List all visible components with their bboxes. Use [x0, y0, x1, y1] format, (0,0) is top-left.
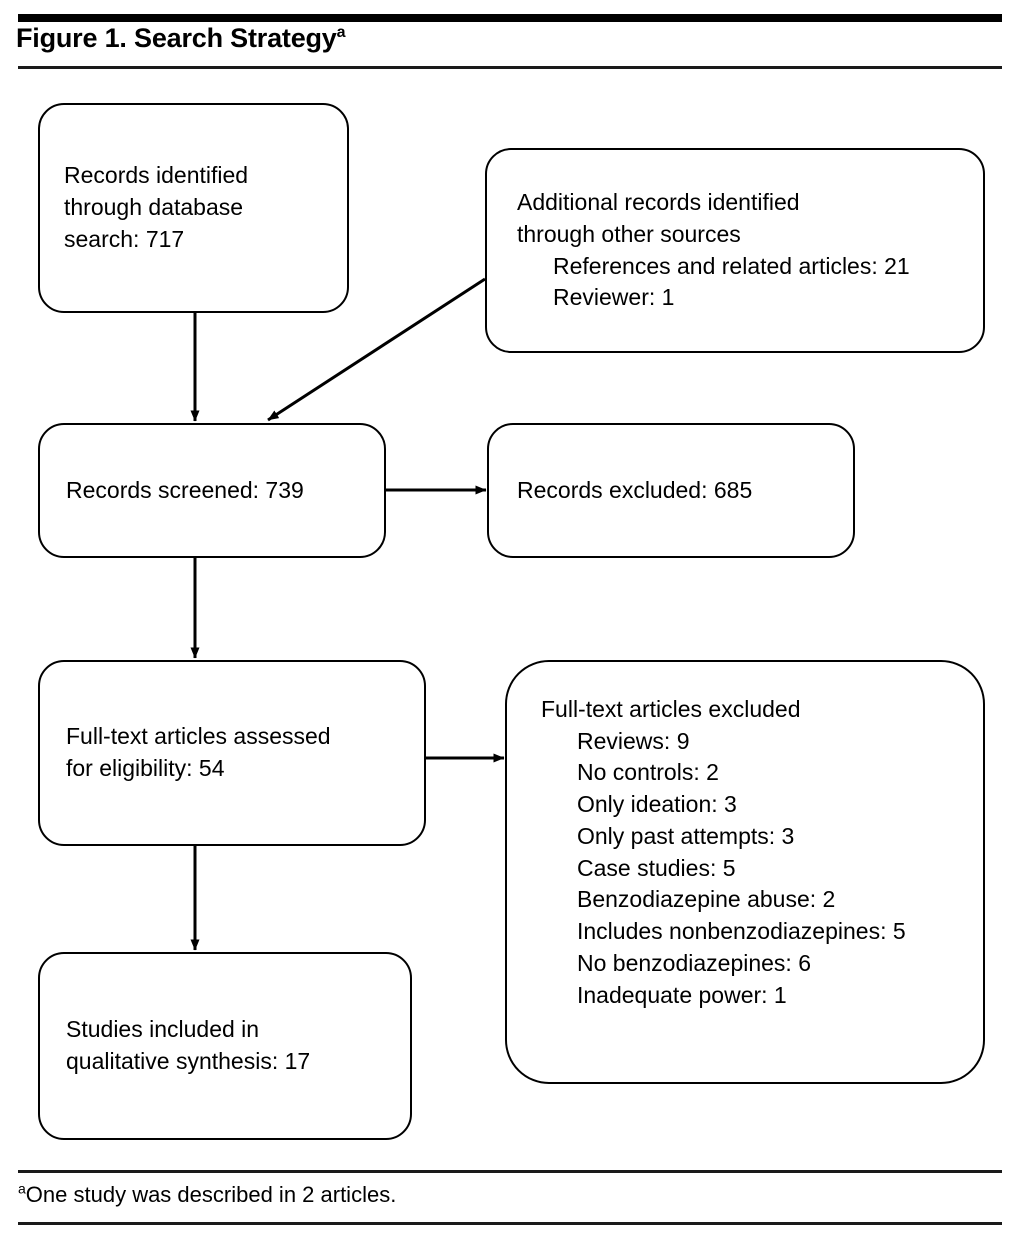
header-bottom-rule: [18, 66, 1002, 69]
node-line: Includes nonbenzodiazepines: 5: [577, 918, 906, 945]
node-records-screened: Records screened: 739: [38, 423, 386, 558]
node-line: Records identified: [64, 162, 249, 189]
node-line: Studies included in: [66, 1016, 260, 1043]
node-line: No benzodiazepines: 6: [577, 949, 811, 976]
footnote-bottom-rule: [18, 1222, 1002, 1225]
node-line: Reviews: 9: [577, 727, 690, 754]
node-additional-records: Additional records identified through ot…: [485, 148, 985, 353]
node-line: through database: [64, 194, 244, 221]
node-line: Records excluded: 685: [517, 476, 753, 503]
footnote-superscript: a: [18, 1180, 26, 1197]
node-records-excluded: Records excluded: 685: [487, 423, 855, 558]
node-line: search: 717: [64, 225, 185, 252]
node-line: Benzodiazepine abuse: 2: [577, 886, 836, 913]
node-line: Full-text articles excluded: [541, 696, 801, 722]
footnote-text: One study was described in 2 articles.: [25, 1182, 397, 1207]
footnote: aOne study was described in 2 articles.: [18, 1182, 396, 1208]
page-title-text: Figure 1. Search Strategy: [16, 23, 337, 53]
node-line: Only ideation: 3: [577, 791, 737, 818]
node-line: Full-text articles assessed: [66, 723, 331, 750]
page-title: Figure 1. Search Strategya: [16, 23, 346, 53]
node-line: Inadequate power: 1: [577, 981, 787, 1008]
node-line: Records screened: 739: [66, 476, 304, 503]
footnote-top-rule: [18, 1170, 1002, 1173]
node-line: Only past attempts: 3: [577, 822, 795, 849]
node-fulltext-excluded: Full-text articles excluded Reviews: 9 N…: [505, 660, 985, 1084]
node-line: No controls: 2: [577, 759, 719, 786]
page-title-superscript: a: [336, 24, 346, 41]
node-studies-included: Studies included in qualitative synthesi…: [38, 952, 412, 1140]
node-line: qualitative synthesis: 17: [66, 1048, 311, 1074]
node-line: Additional records identified: [517, 189, 800, 216]
node-line: References and related articles: 21: [553, 252, 910, 279]
header-top-rule: [18, 14, 1002, 22]
node-line: for eligibility: 54: [66, 755, 225, 781]
node-fulltext-assessed: Full-text articles assessed for eligibil…: [38, 660, 426, 846]
node-records-identified: Records identified through database sear…: [38, 103, 349, 313]
node-line: Case studies: 5: [577, 854, 736, 881]
node-line: through other sources: [517, 220, 741, 247]
node-line: Reviewer: 1: [553, 284, 675, 311]
